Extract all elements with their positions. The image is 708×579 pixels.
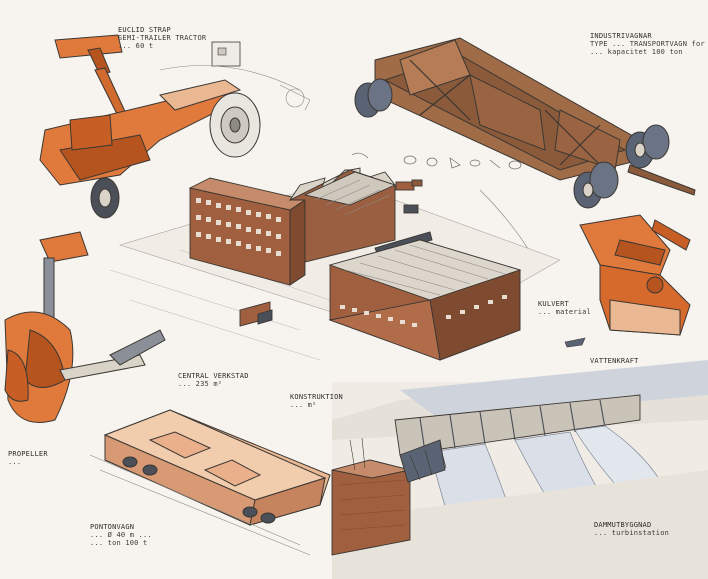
orange-mixer-illustration <box>579 214 691 336</box>
caption-top-right-line1: TYPE ... TRANSPORTVAGN for <box>590 40 705 48</box>
caption-center-left-line1: ... 235 m² <box>178 380 223 388</box>
caption-right-dam-title: VATTENKRAFT <box>590 357 639 365</box>
caption-top-left-line2: ... 60 t <box>118 42 154 50</box>
caption-bottom-left: PONTONVAGN ... Ø 40 m ... ... ton 100 t <box>90 523 152 547</box>
caption-right-mid-title: KULVERT <box>538 300 569 308</box>
caption-top-right: INDUSTRIVAGNAR TYPE ... TRANSPORTVAGN fo… <box>590 32 705 56</box>
caption-bottom-right: DAMMUTBYGGNAD ... turbinstation <box>594 521 669 537</box>
caption-right-mid: KULVERT ... material <box>538 300 591 316</box>
caption-bottom-right-line1: ... turbinstation <box>594 529 670 537</box>
boat-sketch <box>564 337 586 348</box>
pontoon-wagon-illustration <box>89 409 331 556</box>
caption-bottom-left-line2: ... ton 100 t <box>90 539 148 547</box>
caption-top-right-title: INDUSTRIVAGNAR <box>590 32 652 40</box>
caption-bottom-left-line1: ... Ø 40 m ... <box>90 531 152 539</box>
caption-top-left-title: EUCLID STRAP <box>118 26 171 34</box>
orange-propeller-illustration <box>4 231 166 423</box>
caption-center-title: KONSTRUKTION <box>290 393 343 401</box>
caption-right-mid-line1: ... material <box>538 308 591 316</box>
caption-center-left: CENTRAL VERKSTAD ... 235 m² <box>178 372 249 388</box>
caption-center: KONSTRUKTION ... m² <box>290 393 343 409</box>
caption-bottom-right-title: DAMMUTBYGGNAD <box>594 521 652 529</box>
brown-trailer-illustration <box>354 37 696 209</box>
caption-left-propeller: PROPELLER ... <box>8 450 48 466</box>
caption-top-right-line2: ... kapacitet 100 ton <box>590 48 683 56</box>
factory-buildings-illustration <box>109 167 561 361</box>
caption-left-propeller-line1: ... <box>8 458 22 466</box>
caption-right-dam: VATTENKRAFT <box>590 357 639 365</box>
caption-top-left: EUCLID STRAP SEMI-TRAILER TRACTOR ... 60… <box>118 26 206 50</box>
orange-tractor-illustration <box>39 34 311 219</box>
dam-illustration <box>331 360 708 579</box>
caption-center-line1: ... m² <box>290 401 317 409</box>
caption-top-left-line1: SEMI-TRAILER TRACTOR <box>118 34 207 42</box>
caption-left-propeller-title: PROPELLER <box>8 450 48 458</box>
caption-bottom-left-title: PONTONVAGN <box>90 523 135 531</box>
caption-center-left-title: CENTRAL VERKSTAD <box>178 372 249 380</box>
